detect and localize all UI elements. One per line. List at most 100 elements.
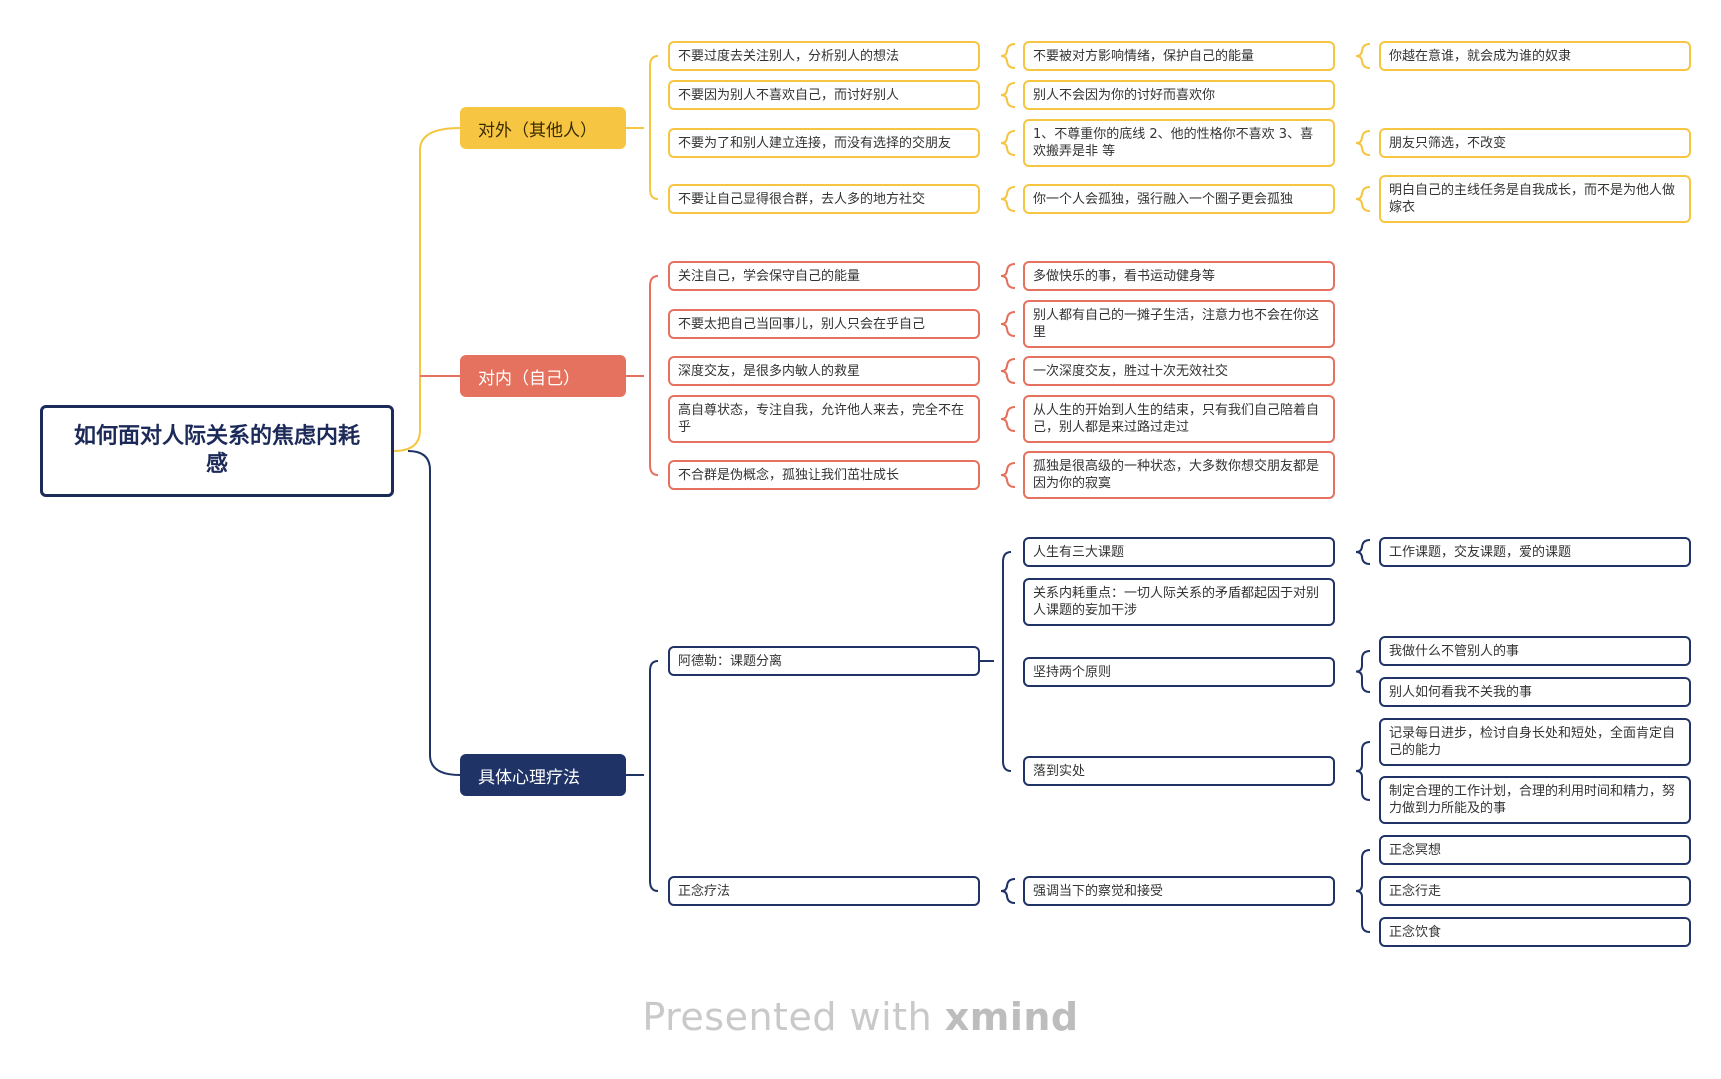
topic-label: 强调当下的察觉和接受 [1033,883,1164,899]
internal-detail-1[interactable]: 多做快乐的事，看书运动健身等 [1023,261,1335,291]
internal-detail-2[interactable]: 别人都有自己的一摊子生活，注意力也不会在你这里 [1023,300,1335,348]
topic-label: 人生有三大课题 [1033,544,1125,560]
root-topic[interactable]: 如何面对人际关系的焦虑内耗感 [40,405,394,497]
mindfulness-detail[interactable]: 强调当下的察觉和接受 [1023,876,1335,906]
internal-brace-0 [1000,263,1016,289]
topic-label: 别人不会因为你的讨好而喜欢你 [1033,87,1216,103]
topic-label: 不要过度去关注别人，分析别人的想法 [678,48,900,64]
topic-label: 制定合理的工作计划，合理的利用时间和精力，努力做到力所能及的事 [1389,784,1676,816]
branch-internal-label: 对内（自己） [478,368,580,389]
external-brace-l4-1 [1355,130,1371,156]
branch-internal[interactable]: 对内（自己） [460,355,626,397]
topic-label: 从人生的开始到人生的结束，只有我们自己陪着自己，别人都是来过路过走过 [1033,403,1320,435]
therapy-mindfulness[interactable]: 正念疗法 [668,876,980,906]
practice-1[interactable]: 记录每日进步，检讨自身长处和短处，全面肯定自己的能力 [1379,718,1691,766]
internal-detail-5[interactable]: 孤独是很高级的一种状态，大多数你想交朋友都是因为你的寂寞 [1023,451,1335,499]
topic-label: 不要为了和别人建立连接，而没有选择的交朋友 [678,135,952,151]
topic-label: 你一个人会孤独，强行融入一个圈子更会孤独 [1033,191,1294,207]
internal-brace-2 [1000,358,1016,384]
branch-therapy[interactable]: 具体心理疗法 [460,754,626,796]
topic-label: 正念饮食 [1389,924,1442,940]
internal-topic-3[interactable]: 深度交友，是很多内敏人的救星 [668,356,980,386]
principles-brace [1355,650,1371,693]
internal-brace-3 [1000,406,1016,432]
topic-label: 一次深度交友，胜过十次无效社交 [1033,363,1229,379]
topic-label: 落到实处 [1033,763,1086,779]
topic-label: 不要太把自己当回事儿，别人只会在乎自己 [678,316,926,332]
tasks-brace [1355,539,1371,565]
external-detail-1[interactable]: 不要被对方影响情绪，保护自己的能量 [1023,41,1335,71]
external-insight-3[interactable]: 朋友只筛选，不改变 [1379,128,1691,158]
topic-label: 不要因为别人不喜欢自己，而讨好别人 [678,87,900,103]
external-insight-1[interactable]: 你越在意谁，就会成为谁的奴隶 [1379,41,1691,71]
adler-in-practice[interactable]: 落到实处 [1023,756,1335,786]
topic-label: 工作课题，交友课题，爱的课题 [1389,544,1572,560]
topic-label: 孤独是很高级的一种状态，大多数你想交朋友都是因为你的寂寞 [1033,459,1320,491]
principle-2[interactable]: 别人如何看我不关我的事 [1379,677,1691,707]
mindfulness-eating[interactable]: 正念饮食 [1379,917,1691,947]
topic-label: 正念冥想 [1389,842,1442,858]
topic-label: 不合群是伪概念，孤独让我们茁壮成长 [678,467,900,483]
external-topic-4[interactable]: 不要让自己显得很合群，去人多的地方社交 [668,184,980,214]
topic-label: 关系内耗重点：一切人际关系的矛盾都起因于对别人课题的妄加干涉 [1033,586,1320,618]
footer-brand-logo: xmind [944,995,1079,1039]
topic-label: 多做快乐的事，看书运动健身等 [1033,268,1216,284]
topic-label: 坚持两个原则 [1033,664,1112,680]
external-brace-2 [1000,130,1016,156]
branch-external-label: 对外（其他人） [478,120,597,141]
internal-topic-2[interactable]: 不要太把自己当回事儿，别人只会在乎自己 [668,309,980,339]
topic-label: 正念疗法 [678,883,731,899]
topic-label: 深度交友，是很多内敏人的救星 [678,363,861,379]
topic-label: 不要被对方影响情绪，保护自己的能量 [1033,48,1255,64]
topic-label: 明白自己的主线任务是自我成长，而不是为他人做嫁衣 [1389,183,1676,215]
mindfulness-walking[interactable]: 正念行走 [1379,876,1691,906]
external-detail-2[interactable]: 别人不会因为你的讨好而喜欢你 [1023,80,1335,110]
footer-branding: Presented with xmind [0,995,1721,1039]
external-insight-4[interactable]: 明白自己的主线任务是自我成长，而不是为他人做嫁衣 [1379,175,1691,223]
topic-label: 记录每日进步，检讨自身长处和短处，全面肯定自己的能力 [1389,726,1676,758]
external-spine [649,55,659,200]
mindfulness-meditation[interactable]: 正念冥想 [1379,835,1691,865]
therapy-adler[interactable]: 阿德勒：课题分离 [668,646,980,676]
topic-label: 别人都有自己的一摊子生活，注意力也不会在你这里 [1033,308,1320,340]
external-topic-3[interactable]: 不要为了和别人建立连接，而没有选择的交朋友 [668,128,980,158]
topic-label: 朋友只筛选，不改变 [1389,135,1507,151]
practice-2[interactable]: 制定合理的工作计划，合理的利用时间和精力，努力做到力所能及的事 [1379,776,1691,824]
topic-label: 高自尊状态，专注自我，允许他人来去，完全不在乎 [678,403,965,435]
adler-three-tasks[interactable]: 人生有三大课题 [1023,537,1335,567]
external-detail-3[interactable]: 1、不尊重你的底线 2、他的性格你不喜欢 3、喜欢搬弄是非 等 [1023,119,1335,167]
external-topic-2[interactable]: 不要因为别人不喜欢自己，而讨好别人 [668,80,980,110]
adler-three-tasks-detail[interactable]: 工作课题，交友课题，爱的课题 [1379,537,1691,567]
internal-detail-3[interactable]: 一次深度交友，胜过十次无效社交 [1023,356,1335,386]
internal-topic-5[interactable]: 不合群是伪概念，孤独让我们茁壮成长 [668,460,980,490]
therapy-spine [649,660,659,892]
internal-brace-1 [1000,311,1016,337]
external-detail-4[interactable]: 你一个人会孤独，强行融入一个圈子更会孤独 [1023,184,1335,214]
external-topic-1[interactable]: 不要过度去关注别人，分析别人的想法 [668,41,980,71]
topic-label: 我做什么不管别人的事 [1389,643,1520,659]
internal-topic-1[interactable]: 关注自己，学会保守自己的能量 [668,261,980,291]
external-brace-3 [1000,186,1016,212]
principle-1[interactable]: 我做什么不管别人的事 [1379,636,1691,666]
external-brace-1 [1000,82,1016,108]
branch-external[interactable]: 对外（其他人） [460,107,626,149]
adler-two-principles[interactable]: 坚持两个原则 [1023,657,1335,687]
topic-label: 不要让自己显得很合群，去人多的地方社交 [678,191,926,207]
internal-topic-4[interactable]: 高自尊状态，专注自我，允许他人来去，完全不在乎 [668,395,980,443]
external-brace-l4-2 [1355,186,1371,212]
adler-key-point[interactable]: 关系内耗重点：一切人际关系的矛盾都起因于对别人课题的妄加干涉 [1023,578,1335,626]
mindfulness-brace [1000,878,1016,904]
mindfulness-children-brace [1355,849,1371,933]
external-brace-l4-0 [1355,43,1371,69]
root-to-therapy-line [407,450,461,776]
internal-brace-4 [1000,462,1016,488]
practice-brace [1355,741,1371,801]
adler-spine [1002,551,1012,772]
internal-detail-4[interactable]: 从人生的开始到人生的结束，只有我们自己陪着自己，别人都是来过路过走过 [1023,395,1335,443]
topic-label: 你越在意谁，就会成为谁的奴隶 [1389,48,1572,64]
topic-label: 1、不尊重你的底线 2、他的性格你不喜欢 3、喜欢搬弄是非 等 [1033,127,1314,159]
topic-label: 阿德勒：课题分离 [678,653,783,669]
branch-therapy-label: 具体心理疗法 [478,767,580,788]
